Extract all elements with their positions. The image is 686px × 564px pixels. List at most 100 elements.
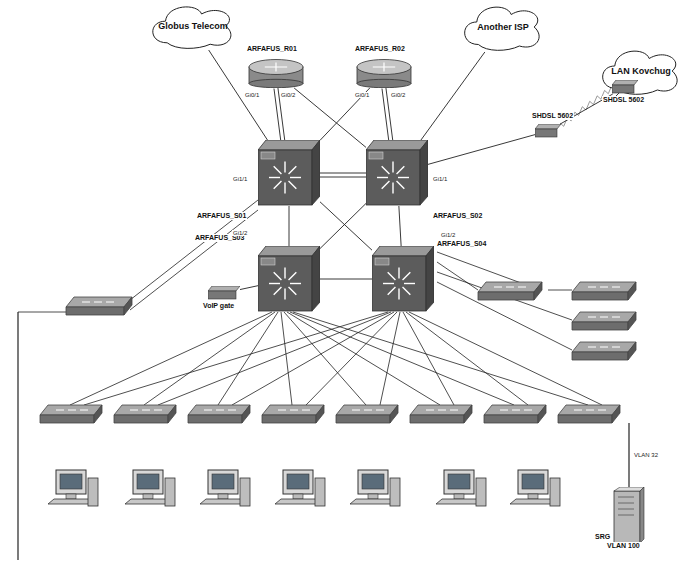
drawing-part: [612, 405, 620, 423]
workstation-pc: [48, 470, 98, 506]
drawing-part: [142, 410, 150, 411]
drawing-part: [403, 287, 411, 295]
drawing-part: [398, 268, 399, 279]
cable: [17, 312, 18, 560]
drawing-part: [274, 181, 282, 189]
drawing-part: [258, 150, 312, 205]
drawing-part: [130, 410, 138, 411]
drawing-part: [366, 150, 420, 205]
drawing-part: [289, 181, 297, 189]
cloud-node: Globus Telecom: [150, 2, 236, 50]
port-label: Gi1/1: [232, 176, 248, 182]
drawing-part: [528, 494, 538, 499]
drawing-part: [572, 322, 628, 330]
drawing-part: [598, 410, 606, 411]
network-link: [421, 52, 485, 140]
drawing-part: [357, 60, 411, 75]
drawing-part: [628, 282, 636, 300]
server-icon: [612, 487, 646, 545]
drawing-part: [522, 474, 544, 489]
drawing-part: [114, 415, 168, 423]
drawing-part: [289, 272, 297, 280]
link-line: [421, 52, 485, 140]
cable: [84, 312, 388, 405]
switch-icon: [258, 140, 320, 206]
drawing-part: [290, 410, 298, 411]
drawing-part: [518, 470, 548, 494]
router-node: ARFAFUS_R02: [356, 58, 412, 88]
access-switch: [262, 405, 324, 423]
port-label: VLAN 32: [633, 452, 659, 458]
workstation-pc: [200, 470, 250, 506]
drawing-part: [94, 302, 102, 303]
drawing-part: [612, 80, 638, 85]
drawing-part: [114, 405, 176, 415]
drawing-part: [216, 410, 224, 411]
drawing-part: [600, 287, 608, 288]
drawing-part: [484, 405, 546, 415]
drawing-part: [618, 503, 634, 504]
workstation-pc: [436, 470, 486, 506]
drawing-part: [588, 317, 596, 318]
drawing-part: [188, 415, 242, 423]
drawing-part: [269, 283, 280, 284]
switch-node: ARFAFUS_S04: [372, 246, 434, 312]
cable: [284, 312, 366, 405]
drawing-part: [618, 509, 634, 510]
drawing-part: [392, 183, 393, 194]
drawing-part: [80, 410, 88, 411]
drawing-part: [420, 140, 428, 205]
drawing-part: [274, 272, 282, 280]
drawing-part: [40, 405, 102, 415]
link-line: [320, 88, 370, 140]
drawing-part: [397, 166, 405, 174]
access-switch: [478, 282, 542, 300]
switch-node: ARFAFUS_S03: [258, 246, 320, 312]
switch-node: ARFAFUS_S01: [258, 140, 320, 206]
node-label: ARFAFUS_R01: [246, 45, 298, 53]
modem-node: SHDSL 5602: [612, 80, 638, 94]
modem-node: VoIP gate: [208, 286, 240, 300]
router-node: ARFAFUS_R01: [248, 58, 304, 88]
cable: [70, 312, 272, 405]
drawing-part: [382, 181, 390, 189]
drawing-part: [612, 287, 620, 288]
drawing-part: [56, 470, 86, 494]
cable: [281, 312, 292, 405]
drawing-part: [228, 410, 236, 411]
link-line: [320, 177, 366, 178]
drawing-part: [133, 470, 163, 494]
drawing-part: [506, 287, 514, 288]
drawing-part: [315, 478, 325, 506]
drawing-part: [377, 177, 388, 178]
drawing-part: [106, 302, 114, 303]
drawing-part: [208, 470, 238, 494]
cable: [130, 210, 258, 310]
node-label: VoIP gate: [202, 302, 235, 310]
cable: [130, 200, 258, 300]
access-switch: [572, 282, 636, 300]
drawing-part: [586, 410, 594, 411]
drawing-part: [410, 405, 472, 415]
drawing-part: [168, 405, 176, 423]
drawing-part: [398, 177, 409, 178]
cable: [548, 290, 572, 291]
drawing-part: [376, 410, 384, 411]
drawing-part: [426, 246, 434, 311]
cable: [144, 312, 275, 405]
drawing-part: [240, 478, 250, 506]
drawing-part: [204, 410, 212, 411]
drawing-part: [448, 474, 470, 489]
drawing-part: [478, 282, 542, 292]
node-label: Globus Telecom: [150, 21, 236, 31]
drawing-part: [94, 405, 102, 423]
drawing-part: [512, 410, 520, 411]
drawing-part: [444, 470, 474, 494]
access-switch: [188, 405, 250, 423]
drawing-part: [218, 494, 228, 499]
server-node: SRGVLAN 100: [612, 487, 646, 545]
drawing-part: [535, 129, 557, 137]
port-label: Gi1/1: [432, 176, 448, 182]
drawing-part: [600, 347, 608, 348]
drawing-part: [269, 177, 280, 178]
